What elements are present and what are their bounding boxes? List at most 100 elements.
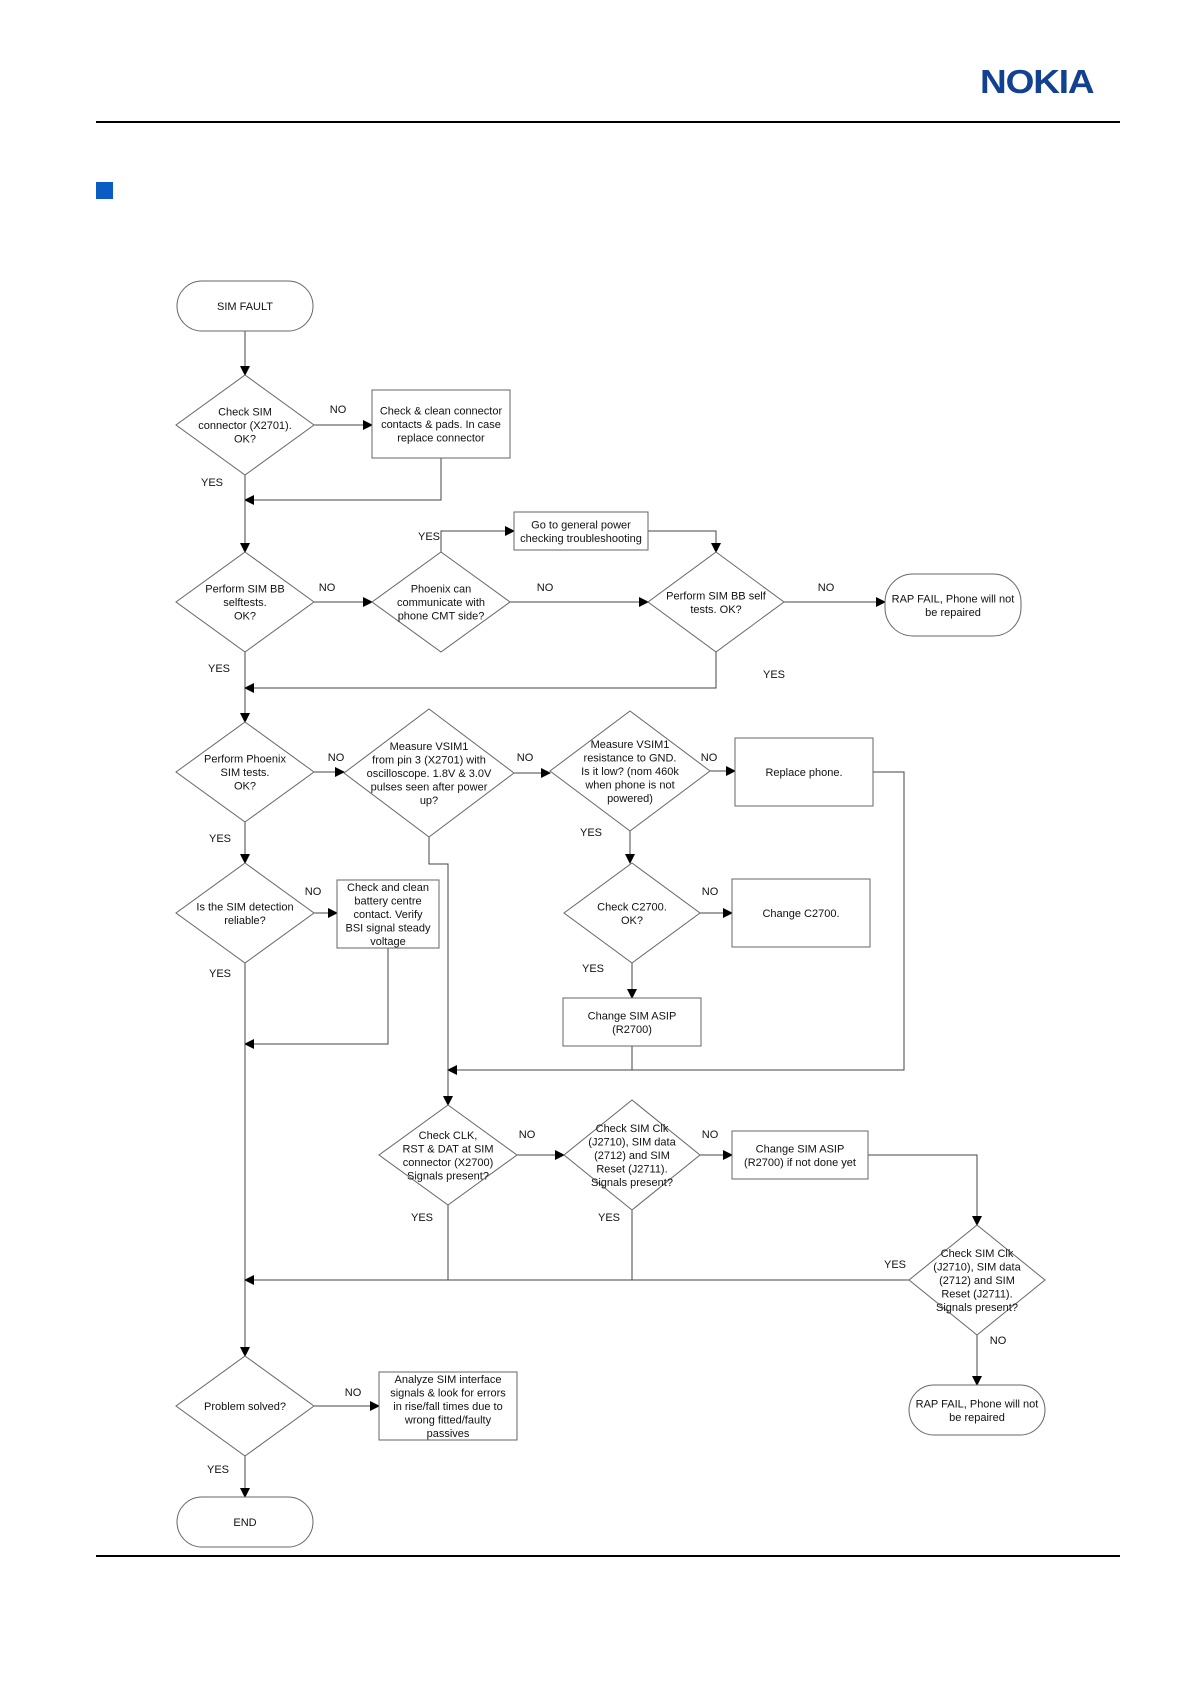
node-text: (R2700) if not done yet xyxy=(744,1157,856,1169)
node-text: Measure VSIM1 xyxy=(591,739,670,751)
no-label: NO xyxy=(702,886,719,898)
node-check-sim-clk-2: Check SIM Clk(J2710), SIM data(2712) and… xyxy=(908,1224,1046,1336)
node-text: Check SIM xyxy=(218,407,272,419)
node-text: OK? xyxy=(234,611,256,623)
node-text: checking troubleshooting xyxy=(520,533,642,545)
connector-line xyxy=(440,526,515,552)
yes-label: YES xyxy=(201,477,223,489)
node-text: Perform SIM BB xyxy=(205,584,284,596)
header-rule xyxy=(96,121,1120,123)
yes-label: YES xyxy=(207,1464,229,1476)
no-label: NO xyxy=(701,752,718,764)
node-text: (R2700) xyxy=(612,1024,652,1036)
node-bb-self-again: Perform SIM BB selftests. OK? xyxy=(647,551,785,653)
node-text: Is it low? (nom 460k xyxy=(581,766,679,778)
decision-diamond xyxy=(175,721,315,823)
yes-label: YES xyxy=(580,827,602,839)
node-text: OK? xyxy=(234,434,256,446)
no-label: NO xyxy=(330,404,347,416)
node-text: replace connector xyxy=(397,433,485,445)
node-text: OK? xyxy=(621,915,643,927)
node-text: Change SIM ASIP xyxy=(756,1143,845,1155)
decision-diamond xyxy=(343,708,515,838)
node-text: Change SIM ASIP xyxy=(588,1010,677,1022)
no-label: NO xyxy=(319,582,336,594)
node-text: Replace phone. xyxy=(765,767,842,779)
yes-label: YES xyxy=(208,663,230,675)
node-change-asip-1: Change SIM ASIP (R2700) xyxy=(562,997,702,1047)
node-text: RST & DAT at SIM xyxy=(402,1143,493,1155)
terminator-shape xyxy=(908,1384,1046,1436)
node-text: RAP FAIL, Phone will not xyxy=(916,1398,1039,1410)
node-text: contact. Verify xyxy=(353,909,423,921)
section-marker xyxy=(96,182,113,199)
node-text: be repaired xyxy=(949,1412,1005,1424)
node-text: selftests. xyxy=(223,597,266,609)
node-text: contacts & pads. In case xyxy=(381,419,501,431)
yes-label: YES xyxy=(209,833,231,845)
node-text: BSI signal steady xyxy=(346,923,431,935)
node-text: Perform SIM BB self xyxy=(666,590,767,602)
yes-label: YES xyxy=(598,1212,620,1224)
process-box xyxy=(562,997,702,1047)
node-replace-phone: Replace phone. xyxy=(734,737,874,807)
node-text: Perform Phoenix xyxy=(204,754,286,766)
yes-label: YES xyxy=(763,669,785,681)
node-text: Check SIM Clk xyxy=(596,1123,669,1135)
decision-diamond xyxy=(647,551,785,653)
process-box xyxy=(731,1130,869,1180)
node-text: Signals present? xyxy=(936,1302,1018,1314)
node-text: SIM FAULT xyxy=(217,301,273,313)
node-text: (2712) and SIM xyxy=(594,1150,670,1162)
node-text: voltage xyxy=(370,936,405,948)
connector-line xyxy=(648,530,721,553)
process-box xyxy=(371,389,511,459)
terminator-shape xyxy=(176,280,314,332)
node-text: Check C2700. xyxy=(597,901,667,913)
node-text: Signals present? xyxy=(407,1170,489,1182)
yes-label: YES xyxy=(884,1259,906,1271)
no-label: NO xyxy=(990,1335,1007,1347)
node-text: battery centre xyxy=(354,896,421,908)
no-label: NO xyxy=(345,1387,362,1399)
node-rap-fail-2: RAP FAIL, Phone will not be repaired xyxy=(908,1384,1046,1436)
node-text: Check CLK, xyxy=(419,1130,478,1142)
node-text: SIM tests. xyxy=(221,767,270,779)
node-check-sim-clk-1: Check SIM Clk (J2710), SIM data(2712) and… xyxy=(563,1099,701,1211)
no-label: NO xyxy=(519,1129,536,1141)
decision-diamond xyxy=(378,1104,518,1206)
decision-diamond xyxy=(908,1224,1046,1336)
node-text: from pin 3 (X2701) with xyxy=(372,755,486,767)
decision-diamond xyxy=(175,374,315,476)
connector-line xyxy=(447,771,905,1075)
node-text: Problem solved? xyxy=(204,1401,286,1413)
decision-diamond xyxy=(563,1099,701,1211)
node-change-asip-2: Change SIM ASIP (R2700) if not done yet xyxy=(731,1130,869,1180)
nokia-logo: NOKIA xyxy=(980,63,1095,100)
decision-diamond xyxy=(175,551,315,653)
node-text: reliable? xyxy=(224,915,266,927)
node-text: (J2710), SIM data xyxy=(588,1137,676,1149)
connector-line xyxy=(244,948,389,1049)
no-label: NO xyxy=(305,886,322,898)
node-text: powered) xyxy=(607,793,653,805)
yes-label: YES xyxy=(411,1212,433,1224)
node-text: Is the SIM detection xyxy=(196,901,293,913)
node-text: oscilloscope. 1.8V & 3.0V xyxy=(367,768,492,780)
node-text: phone CMT side? xyxy=(398,611,485,623)
connector-line xyxy=(868,1154,982,1226)
node-text: passives xyxy=(427,1428,470,1440)
no-label: NO xyxy=(702,1129,719,1141)
node-text: Reset (J2711). xyxy=(596,1164,667,1176)
node-text: END xyxy=(233,1517,256,1529)
node-problem-solved: Problem solved? xyxy=(175,1355,315,1457)
connector-line xyxy=(244,458,442,505)
